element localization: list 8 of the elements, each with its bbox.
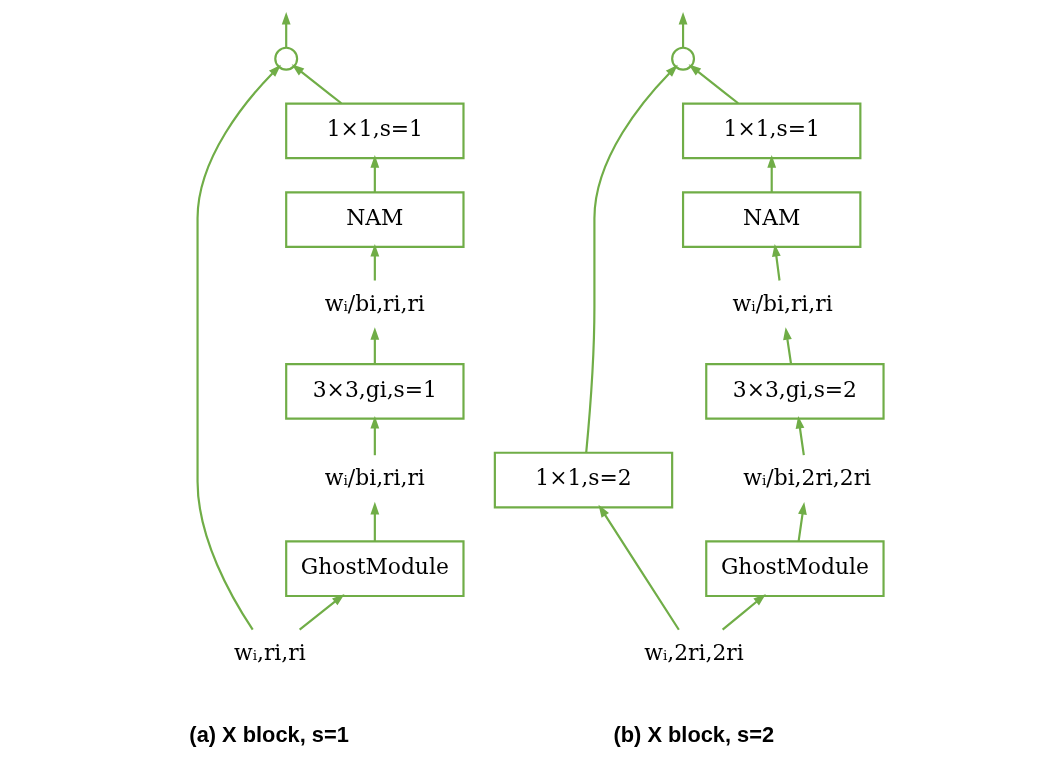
node-text: wᵢ/bi,ri,ri	[324, 290, 425, 316]
node-text: wᵢ,2ri,2ri	[643, 639, 744, 665]
node-text: wᵢ,ri,ri	[233, 639, 306, 665]
node-text: wᵢ/bi,ri,ri	[324, 465, 425, 491]
node-text: wᵢ/bi,2ri,2ri	[742, 465, 871, 491]
label: (b) X block, s=2	[613, 721, 774, 747]
label: (a) X block, s=1	[188, 721, 349, 747]
node-text: wᵢ/bi,ri,ri	[732, 290, 833, 316]
